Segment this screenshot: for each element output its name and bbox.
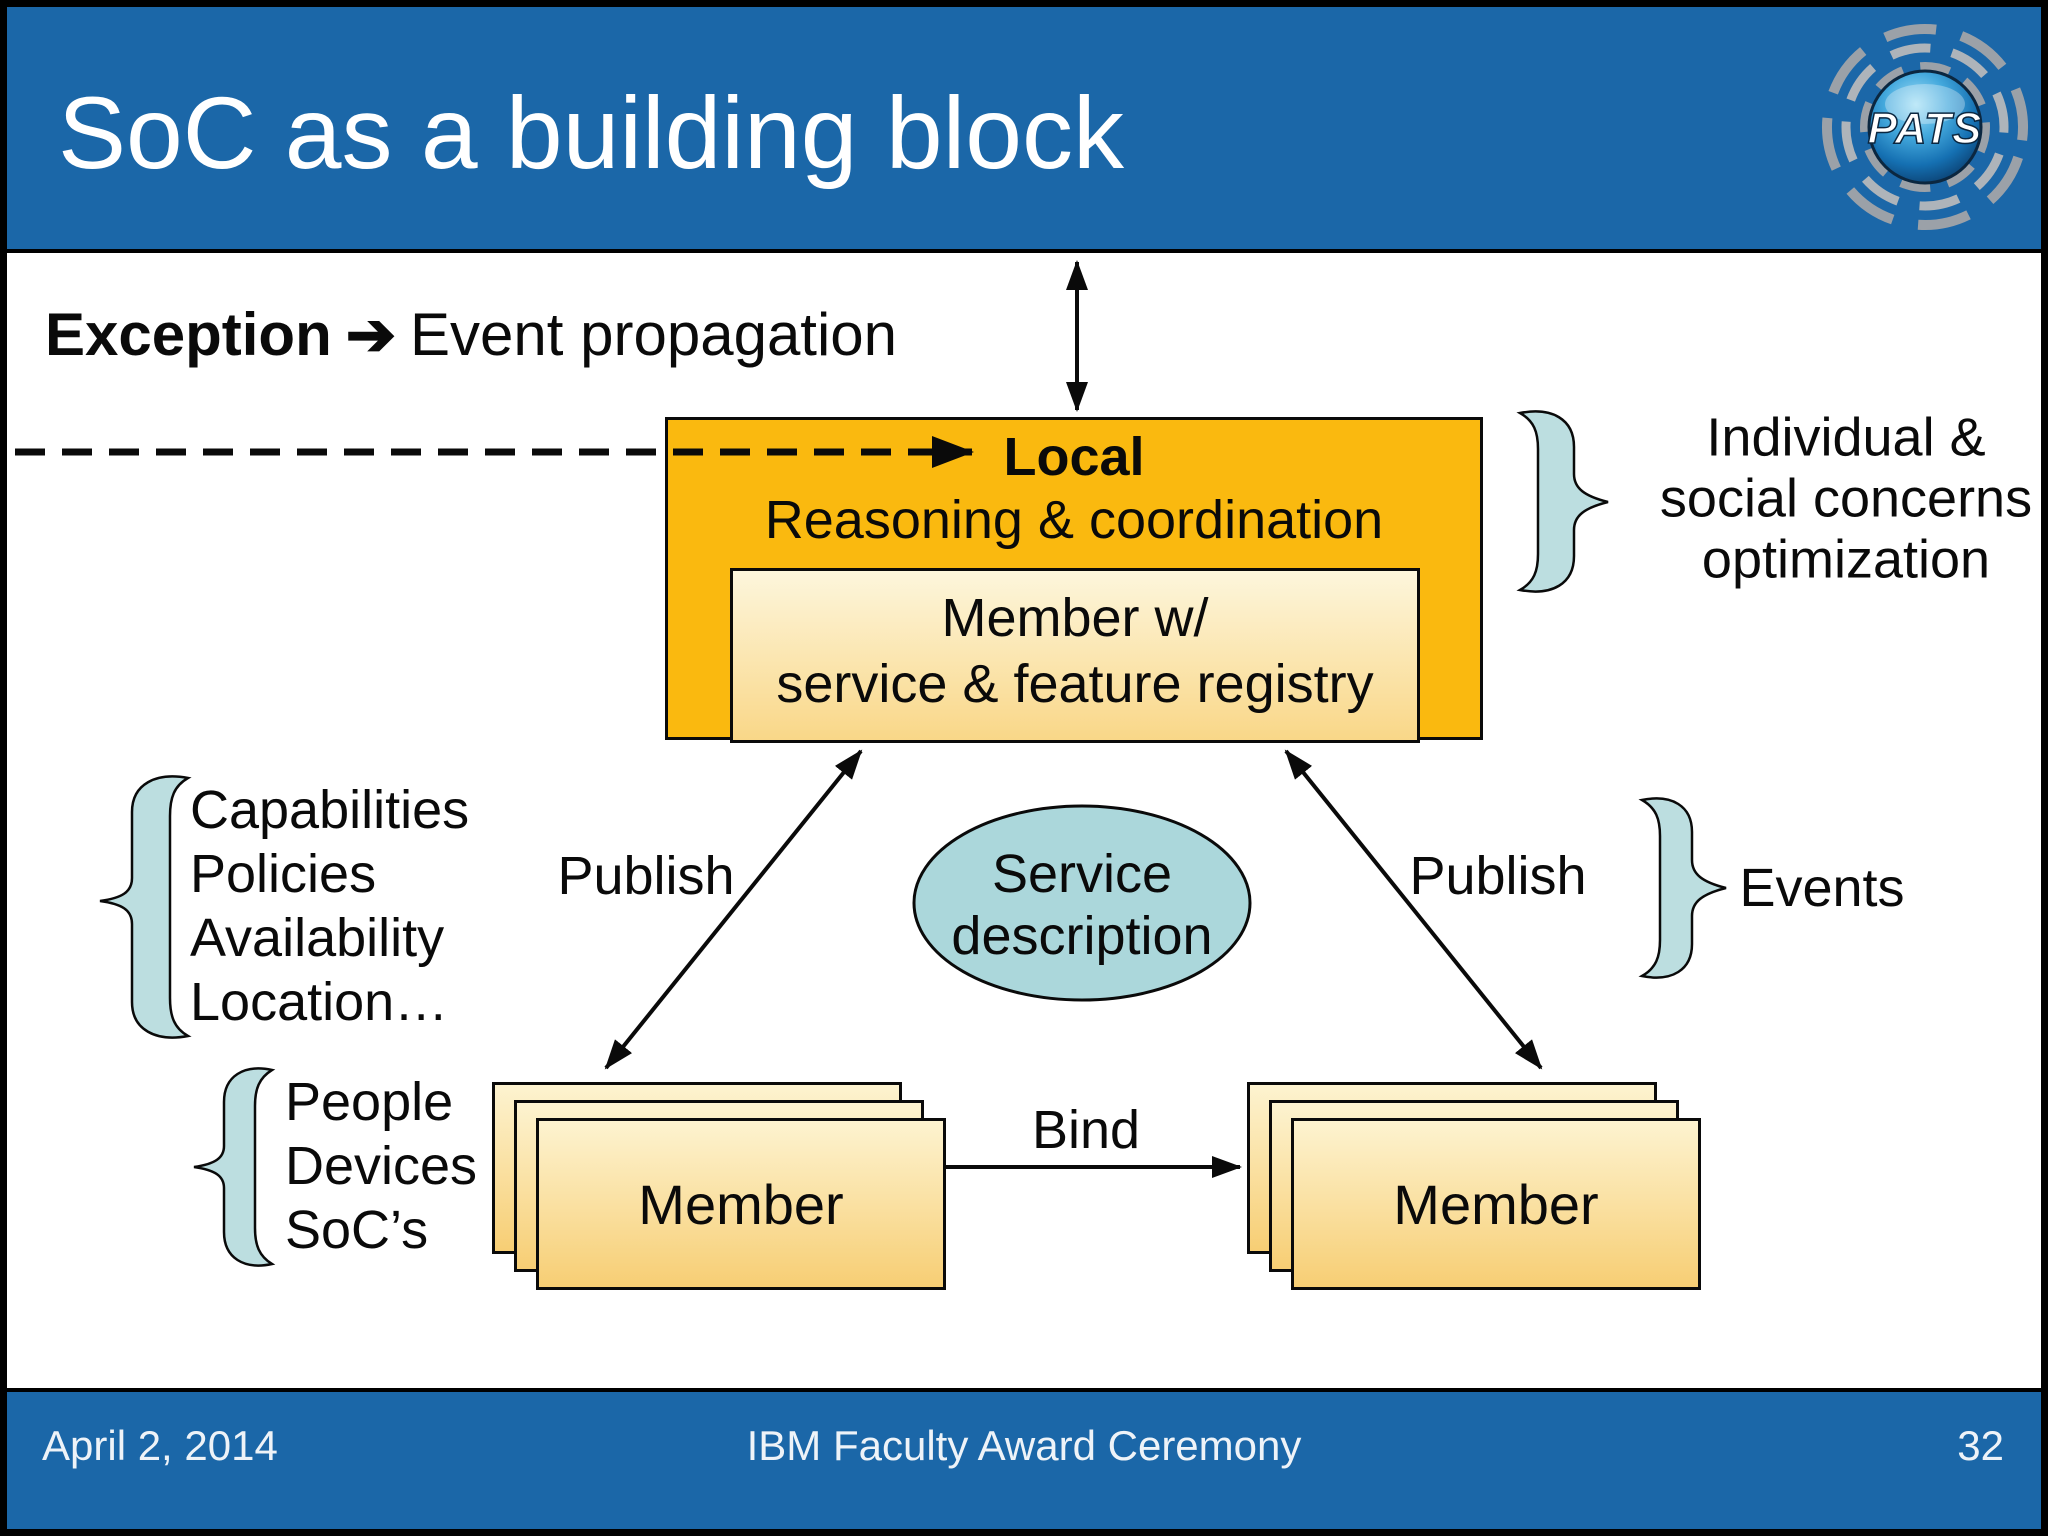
individual-line1: Individual & bbox=[1706, 407, 1986, 468]
individual-line2: social concerns bbox=[1659, 468, 2033, 529]
events-label: Events bbox=[1739, 858, 1905, 918]
event-propagation-label: Event propagation bbox=[410, 301, 898, 368]
service-line1: Service bbox=[991, 844, 1173, 904]
member-stack-left: Member bbox=[492, 1082, 948, 1292]
slide-footer: April 2, 2014 IBM Faculty Award Ceremony… bbox=[0, 1388, 2048, 1536]
capabilities-line3: Availability bbox=[190, 908, 445, 968]
individual-line3: optimization bbox=[1701, 529, 1991, 590]
entities-brace bbox=[193, 1067, 276, 1267]
individual-brace bbox=[1516, 410, 1609, 593]
pats-logo-icon: PATS bbox=[1822, 24, 2028, 230]
service-description-text: Service description bbox=[951, 843, 1212, 967]
publish-arrow-left bbox=[604, 749, 863, 1070]
local-box-subtitle: Reasoning & coordination bbox=[764, 490, 1384, 550]
member-stack-right: Member bbox=[1247, 1082, 1703, 1292]
footer-event-name: IBM Faculty Award Ceremony bbox=[746, 1422, 1302, 1469]
slide-header: SoC as a building block bbox=[0, 0, 2048, 253]
entities-line2: Devices bbox=[285, 1136, 478, 1196]
capabilities-note: Capabilities Policies Availability Locat… bbox=[190, 778, 469, 1034]
individual-concerns-note: Individual & social concerns optimizatio… bbox=[1660, 408, 2032, 591]
member-label-right: Member bbox=[1393, 1172, 1599, 1236]
publish-label-left: Publish bbox=[557, 846, 735, 906]
registry-line2: service & feature registry bbox=[776, 654, 1374, 714]
capabilities-line2: Policies bbox=[190, 844, 377, 904]
footer-date: April 2, 2014 bbox=[42, 1422, 278, 1469]
member-card-front: Member bbox=[1291, 1118, 1701, 1290]
exception-annotation: Exception➔Event propagation bbox=[45, 298, 897, 372]
registry-line1: Member w/ bbox=[941, 588, 1209, 648]
service-line2: description bbox=[951, 906, 1213, 966]
logo-gloss bbox=[1885, 84, 1965, 124]
member-card-front: Member bbox=[536, 1118, 946, 1290]
publish-label-right: Publish bbox=[1409, 846, 1587, 906]
right-arrow-icon: ➔ bbox=[345, 301, 397, 368]
capabilities-line1: Capabilities bbox=[190, 780, 470, 840]
capabilities-brace bbox=[99, 775, 192, 1039]
page-title: SoC as a building block bbox=[58, 76, 1124, 190]
member-label-left: Member bbox=[638, 1172, 844, 1236]
publish-arrow-right bbox=[1284, 749, 1543, 1070]
local-coordination-box: Local Reasoning & coordination Member w/… bbox=[665, 417, 1483, 743]
events-brace bbox=[1638, 797, 1727, 979]
bind-label: Bind bbox=[1031, 1100, 1141, 1160]
member-registry-box: Member w/ service & feature registry bbox=[730, 568, 1420, 743]
logo-sphere bbox=[1867, 69, 1983, 185]
entities-line1: People bbox=[285, 1072, 454, 1132]
local-box-title: Local bbox=[1003, 427, 1145, 487]
entities-line3: SoC’s bbox=[285, 1200, 429, 1260]
logo-ring-outer bbox=[1822, 24, 2028, 230]
capabilities-line4: Location… bbox=[190, 972, 449, 1032]
pats-logo-text: PATS bbox=[1868, 104, 1983, 153]
page-number: 32 bbox=[1957, 1422, 2004, 1469]
exception-label: Exception bbox=[45, 301, 332, 368]
entities-note: People Devices SoC’s bbox=[285, 1070, 477, 1262]
